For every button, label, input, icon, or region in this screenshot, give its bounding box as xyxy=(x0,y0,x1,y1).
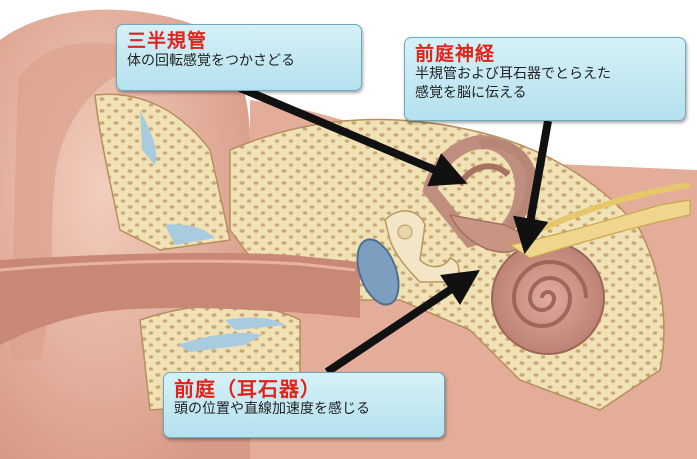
label-vestibule: 前庭（耳石器） 頭の位置や直線加速度を感じる xyxy=(163,372,445,438)
label-vestibular-nerve: 前庭神経 半規管および耳石器でとらえた 感覚を脳に伝える xyxy=(404,37,686,121)
label-semicircular-canals: 三半規管 体の回転感覚をつかさどる xyxy=(116,24,362,91)
label-vestibular-nerve-desc-1: 半規管および耳石器でとらえた xyxy=(415,65,675,84)
label-vestibular-nerve-desc-2: 感覚を脳に伝える xyxy=(415,84,675,103)
label-vestibule-desc: 頭の位置や直線加速度を感じる xyxy=(174,400,434,419)
label-vestibular-nerve-title: 前庭神経 xyxy=(415,43,675,65)
label-vestibule-title: 前庭（耳石器） xyxy=(174,378,434,400)
label-semicircular-title: 三半規管 xyxy=(127,30,351,52)
label-semicircular-desc: 体の回転感覚をつかさどる xyxy=(127,52,351,71)
